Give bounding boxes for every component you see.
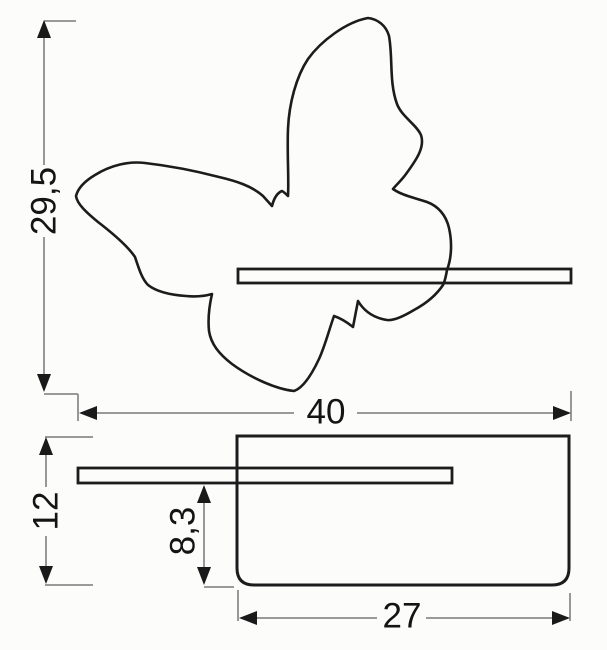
arrow-left-icon: [239, 611, 257, 625]
arrow-up-icon: [197, 485, 211, 503]
front-height-value: 29,5: [25, 167, 64, 235]
dimension-front-height: 29,5: [25, 20, 78, 395]
lamp-body-side-view: [235, 434, 571, 587]
dimension-shelf-offset: 8,3: [164, 485, 234, 588]
arrow-down-icon: [197, 567, 211, 585]
front-view: [74, 16, 573, 393]
arrow-right-icon: [553, 406, 571, 420]
arrow-up-icon: [39, 437, 53, 455]
shelf-offset-value: 8,3: [164, 507, 203, 556]
side-depth-value: 27: [383, 597, 422, 636]
dimension-front-width: 40: [77, 391, 572, 432]
shelf-side-view: [76, 466, 454, 485]
arrow-left-icon: [79, 406, 97, 420]
arrow-right-icon: [552, 611, 570, 625]
arrow-down-icon: [37, 374, 51, 392]
butterfly-outline: [74, 16, 453, 393]
shelf-front-view: [236, 267, 573, 285]
arrow-up-icon: [37, 20, 51, 38]
side-height-value: 12: [27, 492, 66, 531]
dimension-side-height: 12: [27, 436, 93, 586]
front-width-value: 40: [307, 393, 346, 432]
side-view: [76, 434, 571, 587]
arrow-down-icon: [39, 566, 53, 584]
dimension-side-depth: 27: [237, 590, 571, 636]
